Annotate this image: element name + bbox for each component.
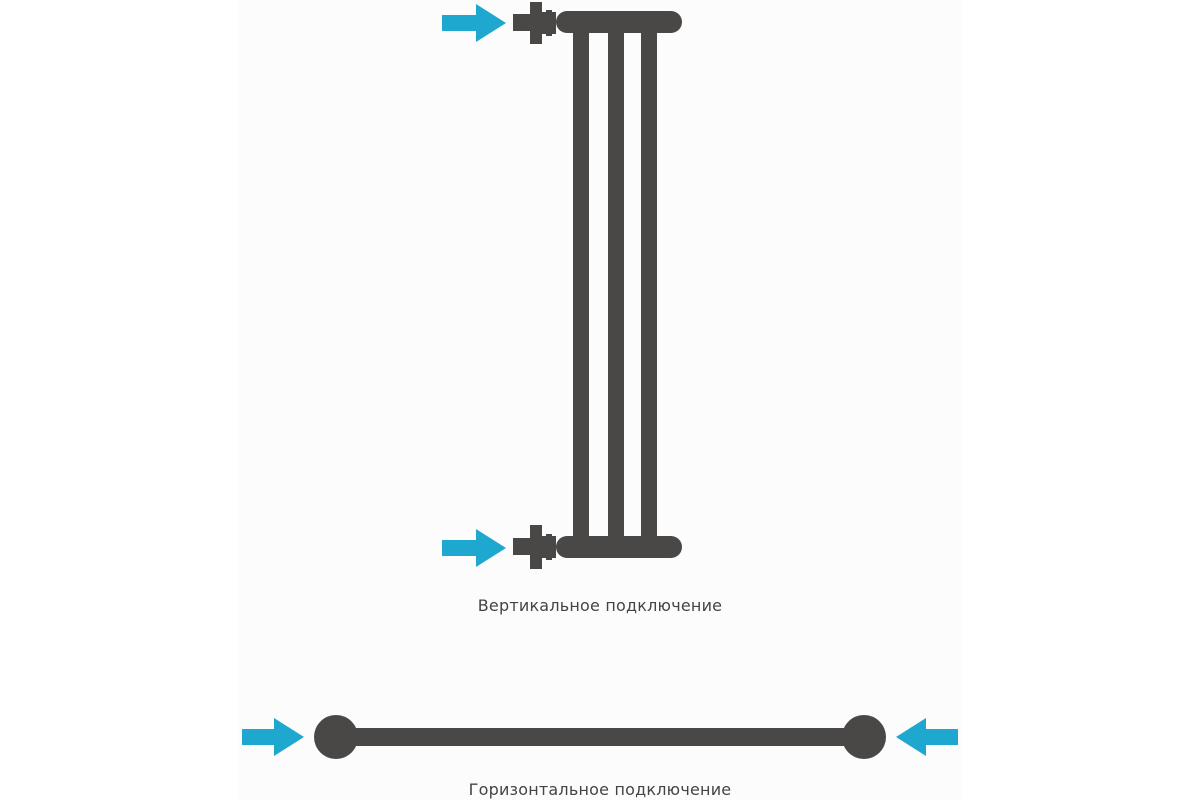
horizontal-connection-caption: Горизонтальное подключение bbox=[468, 780, 732, 799]
arrow-right-icon bbox=[442, 4, 506, 42]
horizontal-radiator bbox=[314, 715, 886, 759]
bottom-collector bbox=[556, 536, 682, 558]
top-collector bbox=[556, 11, 682, 33]
top-fitting bbox=[513, 2, 556, 44]
left-pipe-end bbox=[314, 715, 358, 759]
bottom-fitting bbox=[513, 525, 556, 569]
arrow-right-icon bbox=[242, 718, 304, 756]
vertical-connection-caption: Вертикальное подключение bbox=[477, 596, 723, 615]
vertical-radiator bbox=[513, 2, 682, 569]
arrow-left-icon bbox=[896, 718, 958, 756]
horizontal-pipe bbox=[336, 728, 864, 746]
radiator-tube bbox=[573, 30, 589, 550]
diagram-panel bbox=[238, 0, 962, 800]
right-pipe-end bbox=[842, 715, 886, 759]
radiator-tube bbox=[641, 30, 657, 550]
radiator-tube bbox=[608, 30, 624, 550]
arrow-right-icon bbox=[442, 529, 506, 567]
